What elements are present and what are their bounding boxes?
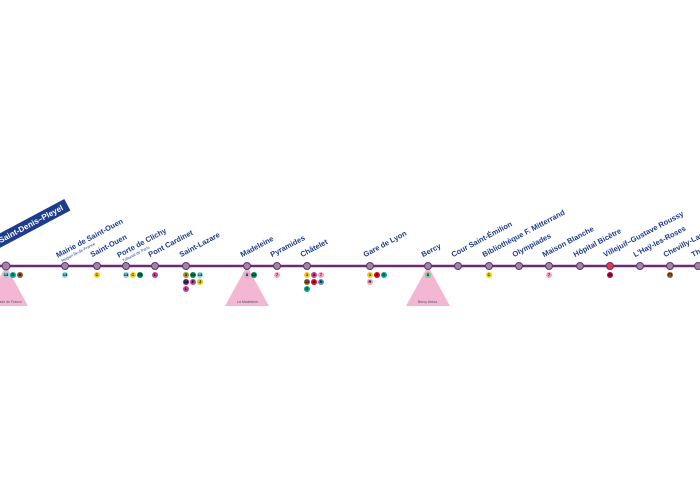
connections: C: [486, 272, 508, 278]
connections: 13: [62, 272, 84, 278]
connection-line-badge: 13: [197, 272, 203, 278]
connection-line-badge: 13: [3, 272, 9, 278]
connection-line-badge: 13: [62, 272, 68, 278]
connections: C: [94, 272, 116, 278]
connection-line-badge: C: [130, 272, 136, 278]
connection-line-badge: 7: [318, 272, 324, 278]
olympic-venue-highlight: [406, 266, 450, 306]
connections: T7: [667, 272, 689, 278]
connection-line-badge: 3: [183, 272, 189, 278]
connection-line-badge: J: [197, 279, 203, 285]
venue-caption: Bercy Arena: [418, 300, 438, 304]
connection-line-badge: 4: [311, 272, 317, 278]
station-dot[interactable]: [485, 262, 493, 270]
connection-line-badge: 1: [304, 272, 310, 278]
station-dot[interactable]: [303, 262, 311, 270]
connection-line-badge: L: [183, 286, 189, 292]
connection-line-badge: E: [190, 279, 196, 285]
connection-line-badge: 7: [274, 272, 280, 278]
station-dot[interactable]: [182, 262, 190, 270]
connection-line-badge: 14: [183, 279, 189, 285]
station-dot[interactable]: [61, 262, 69, 270]
connection-line-badge: D: [10, 272, 16, 278]
connection-line-badge: H: [17, 272, 23, 278]
connection-line-badge: 12: [251, 272, 257, 278]
connection-line-badge: A: [374, 272, 380, 278]
connection-line-badge: 7: [546, 272, 552, 278]
connection-line-badge: C: [94, 272, 100, 278]
station-dot[interactable]: [122, 262, 130, 270]
station-dot[interactable]: [151, 262, 159, 270]
station-dot[interactable]: [606, 262, 614, 270]
station-dot[interactable]: [273, 262, 281, 270]
station-dot[interactable]: [1, 261, 11, 271]
station-dot[interactable]: [243, 262, 251, 270]
olympic-venue-highlight: [225, 266, 269, 306]
connection-line-badge: 6: [425, 272, 431, 278]
station-dot[interactable]: [366, 262, 374, 270]
connection-line-badge: D: [381, 272, 387, 278]
connections: 7: [546, 272, 568, 278]
connection-line-badge: 8: [244, 272, 250, 278]
station-dot[interactable]: [424, 262, 432, 270]
station-dot[interactable]: [515, 262, 523, 270]
station-dot[interactable]: [636, 262, 644, 270]
connection-line-badge: L: [152, 272, 158, 278]
venue-caption: Stade de France: [0, 300, 22, 304]
connection-line-badge: B: [318, 279, 324, 285]
connection-line-badge: T7: [667, 272, 673, 278]
connection-line-badge: 12: [190, 272, 196, 278]
station-dot[interactable]: [666, 262, 674, 270]
station-dot[interactable]: [545, 262, 553, 270]
connections: 15: [607, 272, 629, 278]
connection-line-badge: 13: [123, 272, 129, 278]
connection-line-badge: 11: [304, 279, 310, 285]
connection-line-badge: R: [367, 279, 373, 285]
station-dot[interactable]: [576, 262, 584, 270]
connection-line-badge: D: [304, 286, 310, 292]
connection-line-badge: 1: [367, 272, 373, 278]
station-dot[interactable]: [93, 262, 101, 270]
connections: L: [152, 272, 174, 278]
connection-line-badge: A: [311, 279, 317, 285]
connections: 7: [274, 272, 296, 278]
station-dot[interactable]: [694, 262, 700, 270]
connections: 6: [425, 272, 447, 278]
venue-caption: La Madeleine: [237, 300, 259, 304]
connection-line-badge: 15: [607, 272, 613, 278]
station-dot[interactable]: [454, 262, 462, 270]
connection-line-badge: T3: [137, 272, 143, 278]
connection-line-badge: C: [486, 272, 492, 278]
